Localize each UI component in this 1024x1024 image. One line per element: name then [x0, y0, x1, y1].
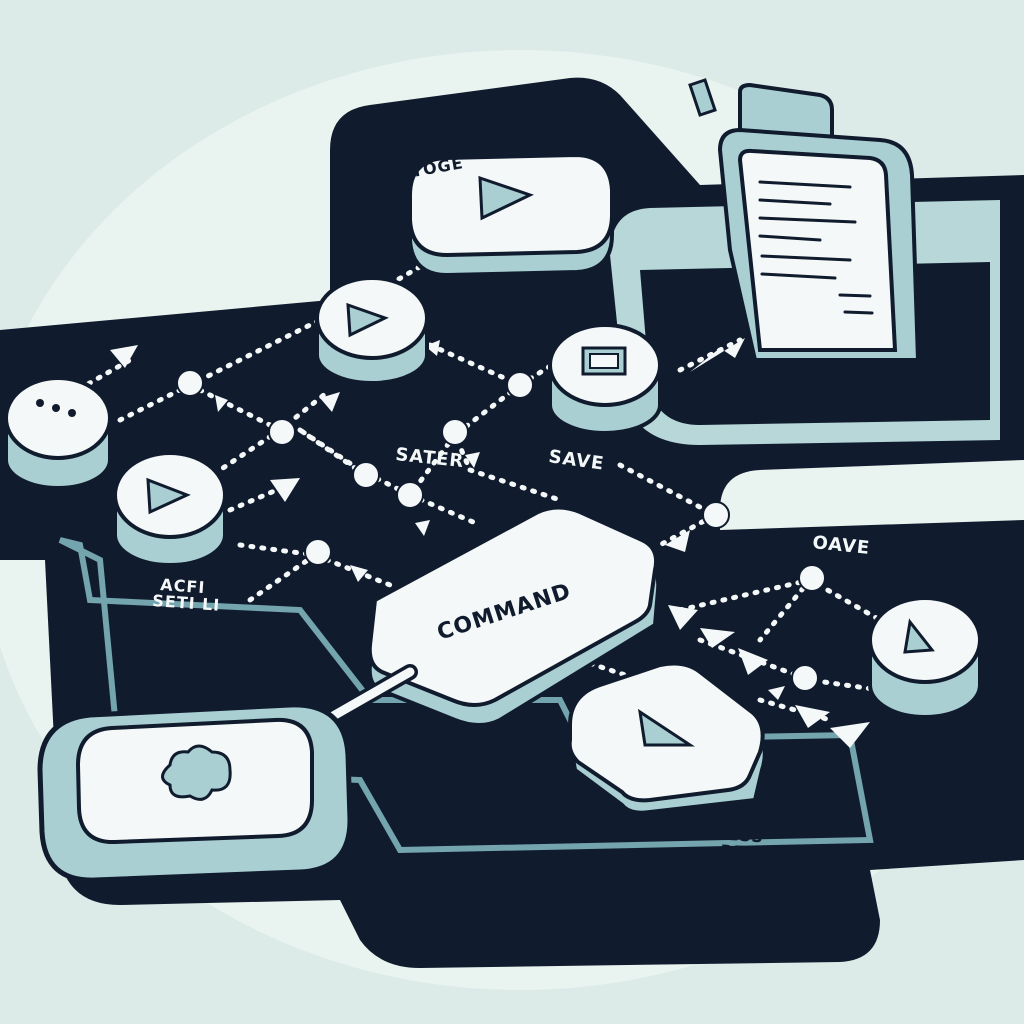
play-node-mid[interactable]: [315, 276, 429, 385]
arrowheads: [110, 250, 870, 748]
command-node[interactable]: COMMAND: [367, 505, 661, 727]
play-triangle-icon: [346, 302, 389, 338]
ocess-label-top: OCESS: [700, 823, 765, 846]
play-triangle-icon: [638, 708, 695, 747]
play-triangle-icon: [903, 618, 935, 654]
junction-dots: [176, 369, 826, 692]
play-triangle-icon: [478, 175, 534, 221]
play-triangle-icon: [146, 477, 191, 515]
ocess-label-bottom: RECIER: [720, 841, 791, 865]
cloud-node[interactable]: [37, 702, 353, 883]
play-node-left[interactable]: [113, 451, 227, 567]
seti-label-bottom: SETI LI: [152, 591, 221, 615]
open-file-node[interactable]: [408, 152, 614, 278]
seti-label-top: ACFI: [160, 575, 206, 597]
save-node[interactable]: [548, 323, 662, 435]
ellipsis-icon: [36, 399, 76, 417]
play-node-right[interactable]: [868, 596, 982, 719]
document-icon[interactable]: [688, 78, 921, 362]
exit-label: EXIT: [575, 814, 626, 838]
cloud-icon: [161, 744, 232, 801]
exit-node[interactable]: [567, 661, 767, 815]
menu-node[interactable]: [4, 376, 112, 490]
